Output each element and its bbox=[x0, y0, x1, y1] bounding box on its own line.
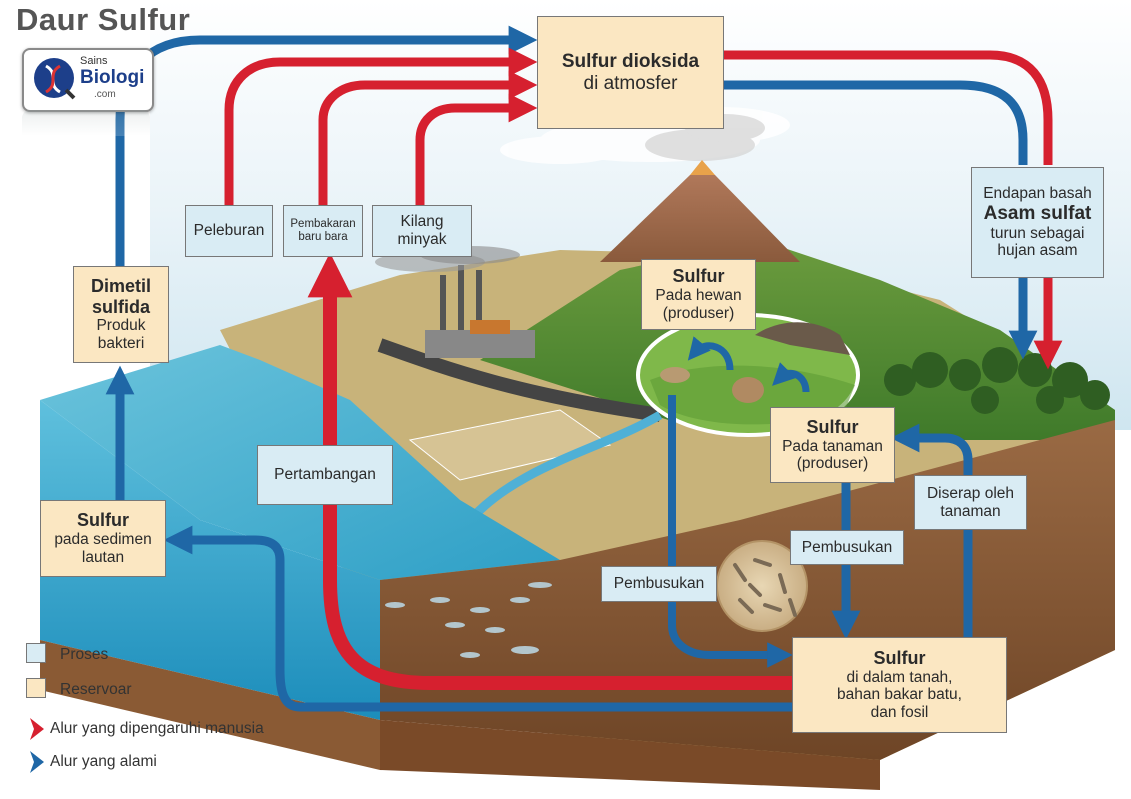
logo-text-sains: Sains bbox=[80, 55, 108, 67]
pembusukan-right-label: Pembusukan bbox=[801, 538, 893, 556]
legend-swatch-proses bbox=[26, 643, 46, 663]
hewan-line2: Pada hewan bbox=[655, 287, 742, 305]
process-pembusukan-tanaman: Pembusukan bbox=[790, 530, 904, 565]
red-arrow-icon bbox=[30, 718, 44, 740]
tanah-line3: bahan bakar batu, bbox=[837, 686, 962, 704]
sedimen-line2: pada sedimen bbox=[54, 531, 152, 549]
pertambangan-label: Pertambangan bbox=[274, 466, 376, 484]
diserap-line1: Diserap oleh bbox=[926, 484, 1015, 502]
process-pertambangan: Pertambangan bbox=[257, 445, 393, 505]
atmosphere-line1: Sulfur dioksida bbox=[561, 50, 700, 72]
peleburan-label: Peleburan bbox=[193, 222, 265, 240]
sedimen-line3: lautan bbox=[81, 548, 125, 566]
endapan-line3: turun sebagai bbox=[990, 224, 1085, 242]
tanah-line2: di dalam tanah, bbox=[846, 668, 953, 686]
process-diserap-oleh-tanaman: Diserap oleh tanaman bbox=[914, 475, 1027, 530]
atmosphere-reservoir: Sulfur dioksida di atmosfer bbox=[537, 16, 724, 129]
reservoir-sulfur-tanah: Sulfur di dalam tanah, bahan bakar batu,… bbox=[792, 637, 1007, 733]
legend-swatch-reservoar bbox=[26, 678, 46, 698]
hewan-line1: Sulfur bbox=[672, 266, 725, 287]
legend-label-manusia: Alur yang dipengaruhi manusia bbox=[50, 720, 264, 737]
blue-arrow-icon bbox=[30, 751, 44, 773]
tanaman-line3: (produser) bbox=[796, 455, 869, 473]
legend-label-alami: Alur yang alami bbox=[50, 753, 157, 770]
endapan-line2: Asam sulfat bbox=[983, 202, 1092, 224]
dimetil-line4: bakteri bbox=[97, 335, 145, 353]
reservoir-dimetil-sulfida: Dimetil sulfida Produk bakteri bbox=[73, 266, 169, 363]
pembakaran-line1: Pembakaran bbox=[290, 217, 356, 230]
tanah-line4: dan fosil bbox=[870, 704, 929, 722]
endapan-line4: hujan asam bbox=[997, 242, 1078, 260]
process-peleburan: Peleburan bbox=[185, 205, 273, 257]
reservoir-sulfur-tanaman: Sulfur Pada tanaman (produser) bbox=[770, 407, 895, 483]
kilang-line2: minyak bbox=[397, 231, 447, 248]
dna-magnifier-icon bbox=[34, 58, 76, 100]
sainsbiologi-logo: Sains Biologi .com bbox=[22, 48, 154, 112]
logo-text-com: .com bbox=[94, 89, 116, 100]
diserap-line2: tanaman bbox=[940, 502, 1001, 520]
dimetil-line1: Dimetil bbox=[90, 276, 151, 296]
logo-reflection bbox=[22, 110, 150, 136]
reservoir-sulfur-sedimen: Sulfur pada sedimen lautan bbox=[40, 500, 166, 577]
atmosphere-line2: di atmosfer bbox=[583, 72, 678, 94]
reservoir-sulfur-hewan: Sulfur Pada hewan (produser) bbox=[641, 259, 756, 330]
process-pembakaran: Pembakaran baru bara bbox=[283, 205, 363, 257]
legend-label-proses: Proses bbox=[60, 646, 109, 663]
legend-label-reservoar: Reservoar bbox=[60, 681, 132, 698]
logo-text-biologi: Biologi bbox=[80, 67, 145, 88]
process-kilang-minyak: Kilang minyak bbox=[372, 205, 472, 257]
endapan-line1: Endapan basah bbox=[983, 184, 1092, 202]
pembusukan-left-label: Pembusukan bbox=[613, 575, 705, 593]
sedimen-line1: Sulfur bbox=[77, 510, 129, 531]
dimetil-line3: Produk bbox=[96, 317, 146, 335]
process-pembusukan-hewan: Pembusukan bbox=[601, 566, 717, 602]
kilang-line1: Kilang bbox=[400, 213, 444, 231]
pembakaran-line2: baru bara bbox=[298, 231, 348, 243]
dimetil-line2: sulfida bbox=[91, 296, 150, 317]
diagram-title: Daur Sulfur bbox=[16, 2, 191, 37]
process-endapan-basah: Endapan basah Asam sulfat turun sebagai … bbox=[971, 167, 1104, 278]
tanaman-line2: Pada tanaman bbox=[782, 437, 883, 455]
hewan-line3: (produser) bbox=[662, 304, 735, 322]
tanah-line1: Sulfur bbox=[873, 647, 926, 668]
tanaman-line1: Sulfur bbox=[806, 416, 859, 437]
